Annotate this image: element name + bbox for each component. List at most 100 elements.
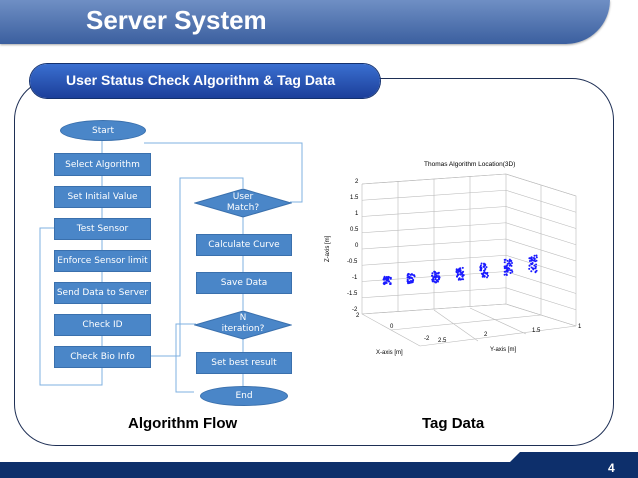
decision2-line1: N <box>239 313 247 323</box>
x-tick-0: 2 <box>356 313 360 319</box>
scatter-point <box>461 274 464 277</box>
z-tick-0: 2 <box>355 179 359 185</box>
scatter-point <box>407 273 410 276</box>
caption-tag-data: Tag Data <box>422 415 485 432</box>
z-tick-5: -0.5 <box>347 259 358 265</box>
scatter-point <box>528 264 531 267</box>
scatter-point <box>385 278 388 281</box>
scatter-point <box>433 270 436 273</box>
scatter-point <box>409 273 412 276</box>
scatter-point <box>434 278 437 281</box>
scatter-point <box>384 277 387 280</box>
scatter-point <box>434 273 436 275</box>
flow-step-select-algorithm: Select Algorithm <box>54 153 151 176</box>
scatter-point <box>461 266 464 269</box>
scatter-point <box>530 270 533 273</box>
scatter-point <box>455 270 458 273</box>
scatter-point <box>528 260 531 262</box>
scatter-point <box>511 262 513 264</box>
z-grid-line <box>361 189 577 213</box>
z-tick-3: 0.5 <box>350 227 359 233</box>
scatter-cluster <box>455 266 465 281</box>
scatter-point <box>410 281 413 284</box>
x-axis-label: X-axis [m] <box>376 350 403 356</box>
scatter-point <box>530 266 533 269</box>
scatter-cluster <box>479 262 489 279</box>
z-tick-6: -1 <box>352 275 358 281</box>
scatter-point <box>411 273 414 276</box>
footer-bar <box>0 462 638 478</box>
scatter-point <box>431 280 434 283</box>
scatter-point <box>437 278 440 281</box>
z-grid-line <box>361 254 577 278</box>
x-tick-2: -2 <box>424 336 430 342</box>
z-grid-line <box>361 173 577 197</box>
y-tick-2: 1.5 <box>532 328 541 334</box>
scatter-point <box>503 273 506 276</box>
scatter-point <box>409 276 412 279</box>
z-tick-7: -1.5 <box>347 291 358 297</box>
page-number: 4 <box>608 461 615 475</box>
scatter-point <box>388 276 391 279</box>
scatter-point <box>481 275 484 278</box>
z-grid-line <box>361 238 577 262</box>
z-grid-line <box>361 222 577 246</box>
z-tick-4: 0 <box>355 243 359 249</box>
scatter-point <box>534 267 537 270</box>
scatter-point <box>480 262 483 265</box>
scatter-point <box>407 281 409 284</box>
y-tick-1: 2 <box>484 332 488 338</box>
flow-step-set-initial-value: Set Initial Value <box>54 186 151 208</box>
scatter-cluster <box>406 272 416 285</box>
scatter-point <box>412 278 415 281</box>
scatter-cluster <box>431 270 441 284</box>
scatter-point <box>532 257 535 259</box>
z-grid-line <box>361 206 577 229</box>
scatter-point <box>389 277 392 280</box>
caption-algorithm-flow: Algorithm Flow <box>128 415 238 432</box>
flow-step-save-data: Save Data <box>196 272 292 294</box>
scatter-cluster <box>503 258 514 276</box>
scatter-point <box>510 260 513 262</box>
scatter-point <box>510 264 513 267</box>
scatter-point <box>433 280 436 283</box>
scatter-point <box>530 256 533 259</box>
scatter-point <box>528 267 531 270</box>
scatter-point <box>534 270 537 273</box>
scatter-point <box>531 263 534 265</box>
z-axis-label: Z-axis [m] <box>325 235 331 262</box>
scatter-point <box>485 272 488 275</box>
scatter-point <box>431 278 434 281</box>
z-tick-8: -2 <box>352 307 358 313</box>
scatter-point <box>388 280 391 283</box>
scatter-point <box>506 259 509 262</box>
scatter-point <box>455 268 458 271</box>
scatter-point <box>389 282 392 285</box>
scatter-point <box>459 269 462 272</box>
chart-title: Thomas Algorithm Location(3D) <box>424 161 516 168</box>
flow-step-enforce-sensor-limit: Enforce Sensor limit <box>54 250 151 272</box>
scatter-point <box>479 264 482 267</box>
scatter-point <box>406 278 409 281</box>
z-grid-line <box>361 303 577 327</box>
scatter-point <box>528 257 531 260</box>
scatter-point <box>503 258 506 261</box>
scatter-cluster <box>382 275 392 286</box>
title-banner <box>0 0 610 44</box>
flow-step-check-bio-info: Check Bio Info <box>54 346 151 368</box>
scatter-point <box>535 256 538 259</box>
scatter-point <box>434 276 437 279</box>
scatter-point <box>456 273 459 275</box>
scatter-point <box>508 267 511 270</box>
decision2-line2: iteration? <box>221 324 265 334</box>
scatter-point <box>437 271 440 274</box>
section-header <box>30 64 380 98</box>
y-axis-label: Y-axis [m] <box>490 347 517 353</box>
scatter-point <box>487 274 489 277</box>
z-tick-2: 1 <box>355 211 359 217</box>
flow-step-check-id: Check ID <box>54 314 151 336</box>
flow-step-calculate-curve: Calculate Curve <box>196 234 292 256</box>
scatter-point <box>508 262 511 265</box>
scatter-point <box>459 273 462 276</box>
